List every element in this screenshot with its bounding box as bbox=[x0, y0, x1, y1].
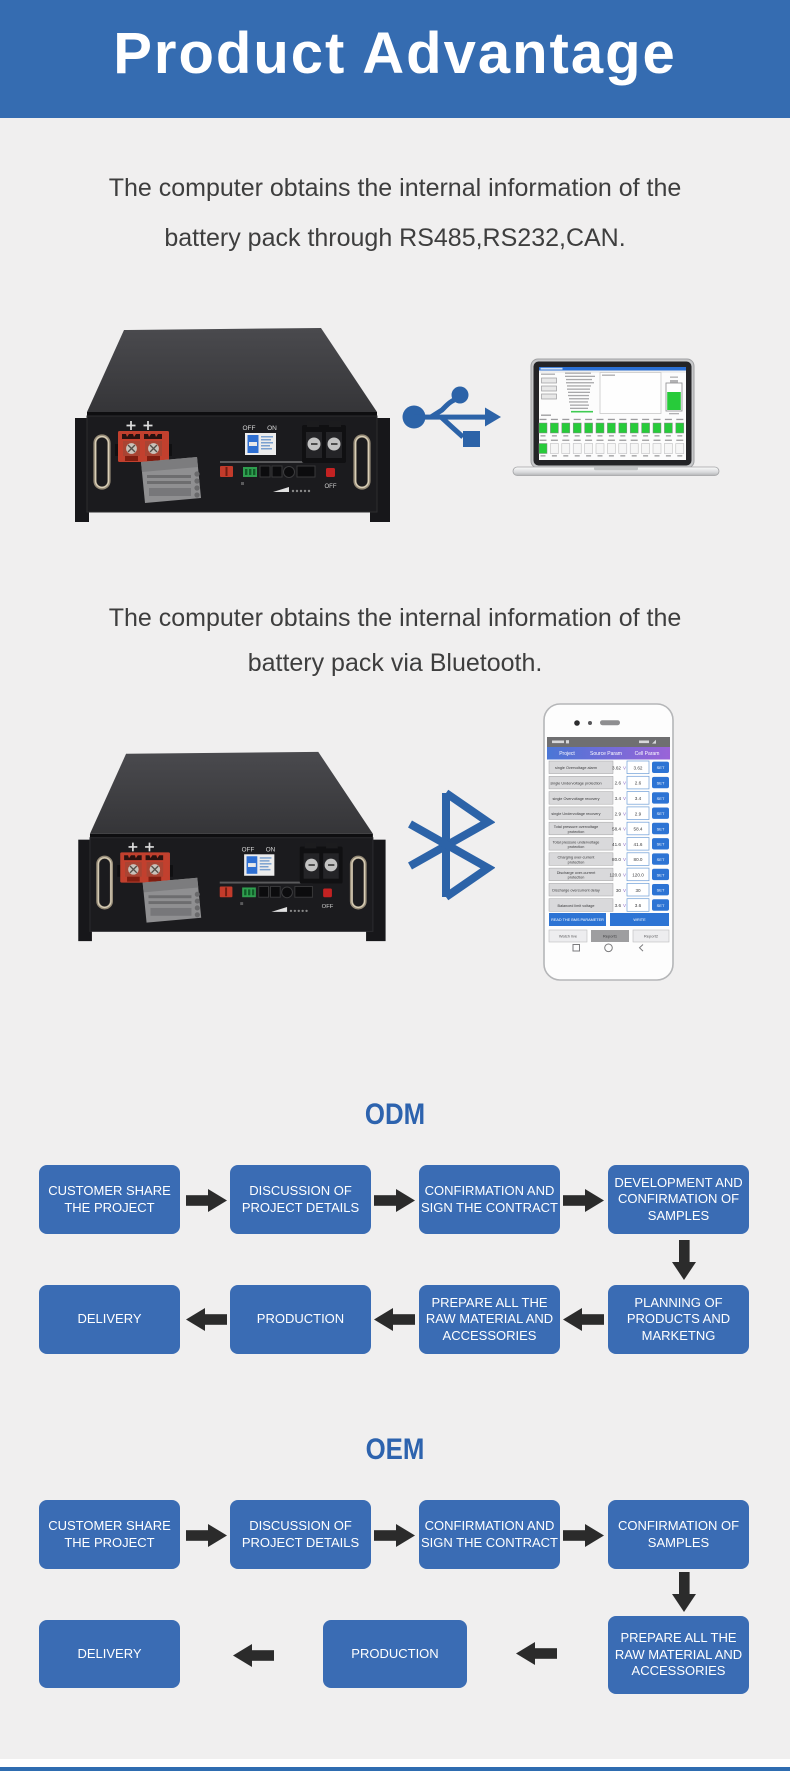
svg-text:3.6: 3.6 bbox=[635, 903, 642, 908]
svg-text:single Undervoltage protection: single Undervoltage protection bbox=[550, 782, 601, 786]
svg-text:SET: SET bbox=[657, 811, 665, 816]
svg-text:Total pressure undervoltage: Total pressure undervoltage bbox=[553, 840, 600, 844]
svg-text:V: V bbox=[623, 888, 626, 893]
svg-text:Discharge overcurrent delay: Discharge overcurrent delay bbox=[552, 889, 600, 893]
svg-text:V: V bbox=[623, 827, 626, 832]
svg-text:single Undervoltage recovery: single Undervoltage recovery bbox=[551, 812, 600, 816]
svg-text:3.6: 3.6 bbox=[615, 903, 622, 908]
svg-text:single Overvoltage alarm: single Overvoltage alarm bbox=[555, 766, 597, 770]
svg-text:SET: SET bbox=[657, 903, 665, 908]
svg-text:58.4: 58.4 bbox=[634, 827, 643, 832]
svg-text:Discharge over-current: Discharge over-current bbox=[557, 871, 597, 875]
svg-text:30: 30 bbox=[635, 888, 641, 893]
svg-text:3.62: 3.62 bbox=[612, 765, 621, 770]
svg-text:protection: protection bbox=[568, 876, 585, 880]
svg-text:2.6: 2.6 bbox=[635, 781, 642, 786]
svg-text:Project: Project bbox=[559, 751, 575, 757]
svg-text:30: 30 bbox=[616, 888, 622, 893]
svg-text:V: V bbox=[623, 857, 626, 862]
svg-text:SET: SET bbox=[657, 872, 665, 877]
svg-text:2.9: 2.9 bbox=[635, 811, 642, 816]
svg-text:READ THE BMS PARAMETER: READ THE BMS PARAMETER bbox=[551, 918, 604, 922]
svg-text:80.0: 80.0 bbox=[612, 857, 621, 862]
svg-text:SET: SET bbox=[657, 765, 665, 770]
svg-text:2.6: 2.6 bbox=[615, 781, 622, 786]
svg-text:3.4: 3.4 bbox=[615, 796, 622, 801]
svg-text:protection: protection bbox=[568, 860, 585, 864]
svg-text:SET: SET bbox=[657, 796, 665, 801]
svg-text:Cell Param: Cell Param bbox=[635, 751, 660, 757]
svg-text:Total pressure overvoltage: Total pressure overvoltage bbox=[554, 825, 599, 829]
svg-text:SET: SET bbox=[657, 857, 665, 862]
svg-text:SET: SET bbox=[657, 781, 665, 786]
svg-text:Report2: Report2 bbox=[644, 934, 659, 939]
svg-text:120.0: 120.0 bbox=[632, 873, 644, 878]
svg-text:single Overvoltage recovery: single Overvoltage recovery bbox=[552, 797, 599, 801]
svg-text:Charging over-current: Charging over-current bbox=[558, 856, 596, 860]
svg-text:2.9: 2.9 bbox=[615, 811, 622, 816]
svg-text:3.4: 3.4 bbox=[635, 796, 642, 801]
svg-text:58.4: 58.4 bbox=[612, 827, 621, 832]
svg-text:3.62: 3.62 bbox=[634, 765, 643, 770]
svg-text:Report1: Report1 bbox=[603, 934, 618, 939]
svg-text:V: V bbox=[623, 765, 626, 770]
svg-text:120.0: 120.0 bbox=[610, 873, 622, 878]
svg-text:SET: SET bbox=[657, 888, 665, 893]
svg-text:Source Param: Source Param bbox=[590, 751, 622, 757]
svg-text:Balanced limit voltage: Balanced limit voltage bbox=[558, 904, 595, 908]
svg-text:41.6: 41.6 bbox=[634, 842, 643, 847]
svg-text:V: V bbox=[623, 811, 626, 816]
svg-text:41.6: 41.6 bbox=[612, 842, 621, 847]
svg-text:SET: SET bbox=[657, 826, 665, 831]
svg-text:V: V bbox=[623, 781, 626, 786]
svg-text:V: V bbox=[623, 842, 626, 847]
svg-text:WRITE: WRITE bbox=[633, 918, 646, 922]
svg-text:Watch live: Watch live bbox=[559, 934, 578, 939]
svg-text:protection: protection bbox=[568, 830, 585, 834]
svg-text:protection: protection bbox=[568, 845, 585, 849]
svg-text:V: V bbox=[623, 903, 626, 908]
svg-text:V: V bbox=[623, 796, 626, 801]
svg-text:80.0: 80.0 bbox=[634, 857, 643, 862]
svg-text:V: V bbox=[623, 873, 626, 878]
svg-text:SET: SET bbox=[657, 842, 665, 847]
